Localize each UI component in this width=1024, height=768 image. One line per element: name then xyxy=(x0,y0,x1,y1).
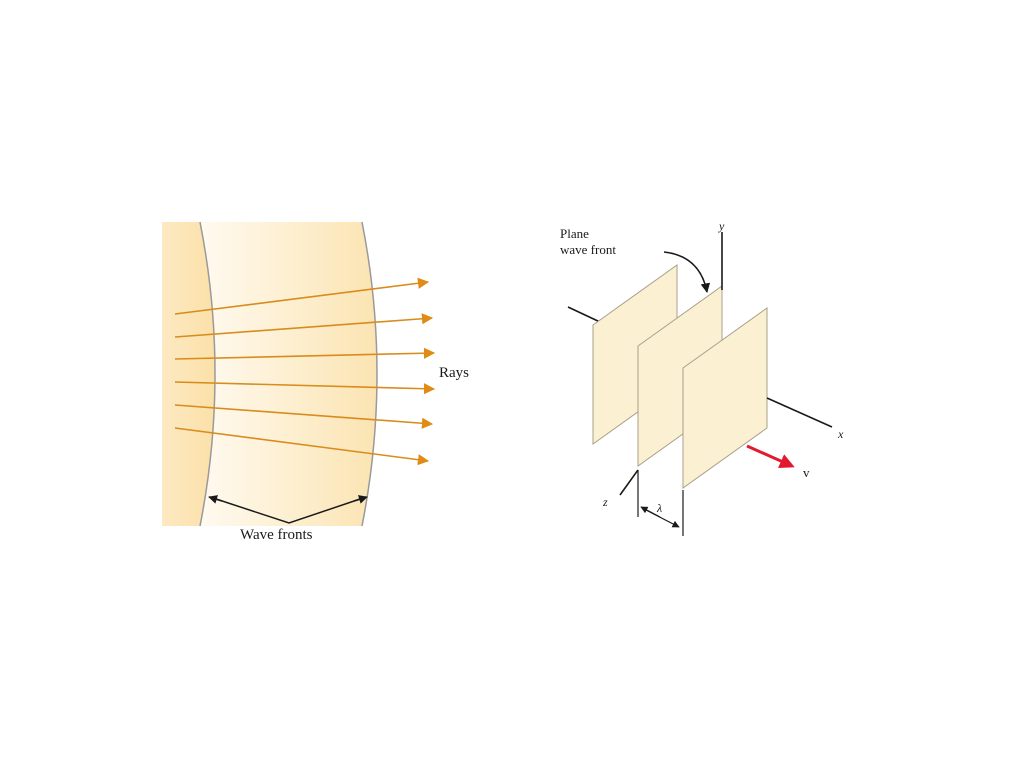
wave-fronts-label: Wave fronts xyxy=(240,527,313,543)
wave-front-curve-2 xyxy=(361,221,378,527)
x-axis xyxy=(766,397,833,428)
ray xyxy=(174,404,434,429)
lambda-dimension-arrow-left xyxy=(640,506,661,518)
rays-label: Rays xyxy=(439,365,469,381)
wave-front-band-inner xyxy=(162,222,215,526)
wave-fronts-bracket xyxy=(209,496,367,524)
bracket-arrow-left xyxy=(208,495,223,504)
spherical-wave-diagram: Rays Wave fronts xyxy=(162,221,469,543)
x-axis-label: x xyxy=(837,427,844,441)
ray xyxy=(174,277,430,315)
plane-pointer-arrow xyxy=(663,251,711,293)
plane-wave-front-3 xyxy=(682,307,768,489)
plane-wave-diagram: Plane wave front y x z λ v xyxy=(560,219,844,536)
ray xyxy=(174,347,436,360)
wave-front-band-outer xyxy=(200,222,377,526)
wave-front-curve-1 xyxy=(199,221,216,527)
z-axis-label: z xyxy=(602,495,608,509)
ray xyxy=(174,313,434,338)
y-axis-label: y xyxy=(718,219,725,233)
plane-label-line1: Plane xyxy=(560,226,589,241)
ray xyxy=(174,381,436,395)
z-axis-front xyxy=(619,469,639,496)
lambda-label: λ xyxy=(656,501,662,515)
velocity-arrow xyxy=(746,444,795,468)
z-axis-back xyxy=(567,306,601,323)
plane-label-line2: wave front xyxy=(560,242,616,257)
velocity-label: v xyxy=(803,465,810,480)
bracket-arrow-right xyxy=(353,495,368,504)
ray xyxy=(174,427,430,466)
